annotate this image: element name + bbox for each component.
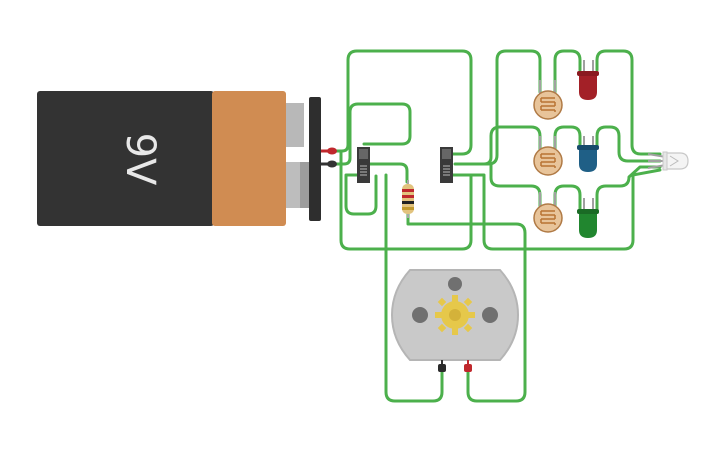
wire[interactable] bbox=[595, 165, 662, 212]
wire[interactable] bbox=[339, 149, 473, 251]
wire[interactable] bbox=[328, 102, 412, 166]
battery-lead-negative-end bbox=[327, 160, 337, 168]
slide-switch-2[interactable] bbox=[440, 147, 453, 183]
wire[interactable] bbox=[328, 49, 473, 156]
wire[interactable] bbox=[384, 173, 444, 403]
wire[interactable] bbox=[406, 212, 527, 403]
motor-hole-left bbox=[412, 307, 428, 323]
wire[interactable] bbox=[498, 125, 542, 152]
battery-terminal-negative-face bbox=[286, 162, 300, 208]
slide-switch-1[interactable] bbox=[357, 147, 370, 183]
rgb-led[interactable] bbox=[647, 151, 689, 171]
wire[interactable] bbox=[344, 173, 378, 216]
photoresistor-bottom[interactable] bbox=[533, 192, 563, 233]
battery-terminal-positive bbox=[286, 103, 304, 147]
wire[interactable] bbox=[553, 49, 582, 94]
wire[interactable] bbox=[453, 125, 502, 166]
battery-lead-positive-end bbox=[327, 147, 337, 155]
battery-cap bbox=[212, 91, 286, 226]
battery-label: 9V bbox=[117, 133, 163, 186]
blue-led[interactable] bbox=[577, 136, 599, 172]
wire[interactable] bbox=[489, 162, 542, 208]
battery-snap[interactable] bbox=[309, 97, 321, 221]
wire[interactable] bbox=[364, 162, 409, 184]
wire[interactable] bbox=[460, 49, 542, 166]
motor-terminal-positive bbox=[464, 364, 472, 372]
green-led[interactable] bbox=[577, 198, 599, 238]
wire[interactable] bbox=[553, 184, 582, 212]
wire[interactable] bbox=[453, 168, 662, 251]
red-led[interactable] bbox=[577, 60, 599, 100]
resistor[interactable] bbox=[402, 180, 414, 218]
motor-hole-top bbox=[448, 277, 462, 291]
dc-motor[interactable] bbox=[390, 269, 520, 372]
battery-body bbox=[37, 91, 214, 226]
battery-9v[interactable]: 9V bbox=[37, 91, 337, 226]
wires bbox=[328, 49, 662, 403]
gear-icon bbox=[435, 295, 475, 335]
switch-knob[interactable] bbox=[359, 149, 368, 159]
photoresistor-middle[interactable] bbox=[533, 136, 563, 176]
switch-knob[interactable] bbox=[442, 149, 451, 159]
photoresistor-top[interactable] bbox=[533, 80, 563, 120]
wire[interactable] bbox=[595, 49, 662, 156]
wire[interactable] bbox=[595, 125, 662, 163]
wire[interactable] bbox=[553, 125, 582, 152]
motor-terminal-negative bbox=[438, 364, 446, 372]
motor-hole-right bbox=[482, 307, 498, 323]
